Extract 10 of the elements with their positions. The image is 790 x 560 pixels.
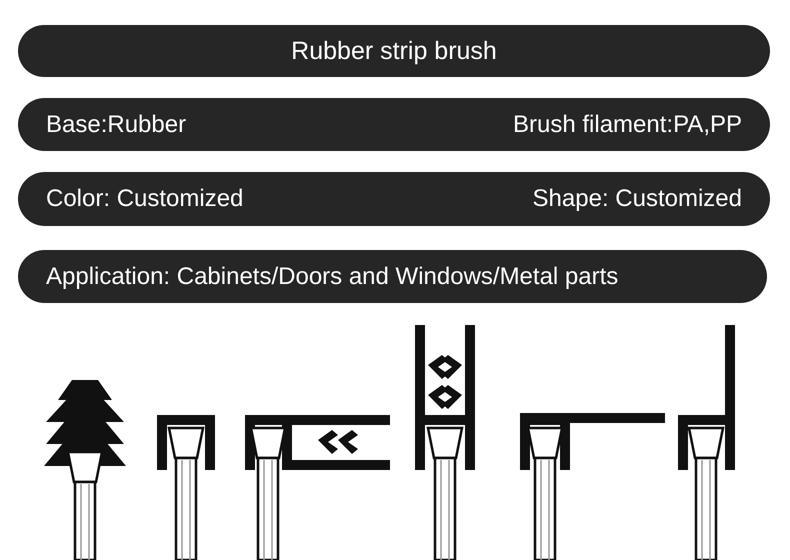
title-bar xyxy=(18,25,770,77)
spec-text: Application: Cabinets/Doors and Windows/Metal parts xyxy=(46,262,618,290)
spec-text: Brush filament:PA,PP xyxy=(513,110,742,138)
title-bar xyxy=(18,172,770,226)
title-bar xyxy=(18,98,770,151)
spec-text: Base:Rubber xyxy=(46,110,186,138)
spec-text: Shape: Customized xyxy=(532,185,742,213)
spec-text: Color: Customized xyxy=(46,185,244,213)
title-bar xyxy=(18,250,767,303)
heading: Rubber strip brush xyxy=(291,36,497,66)
